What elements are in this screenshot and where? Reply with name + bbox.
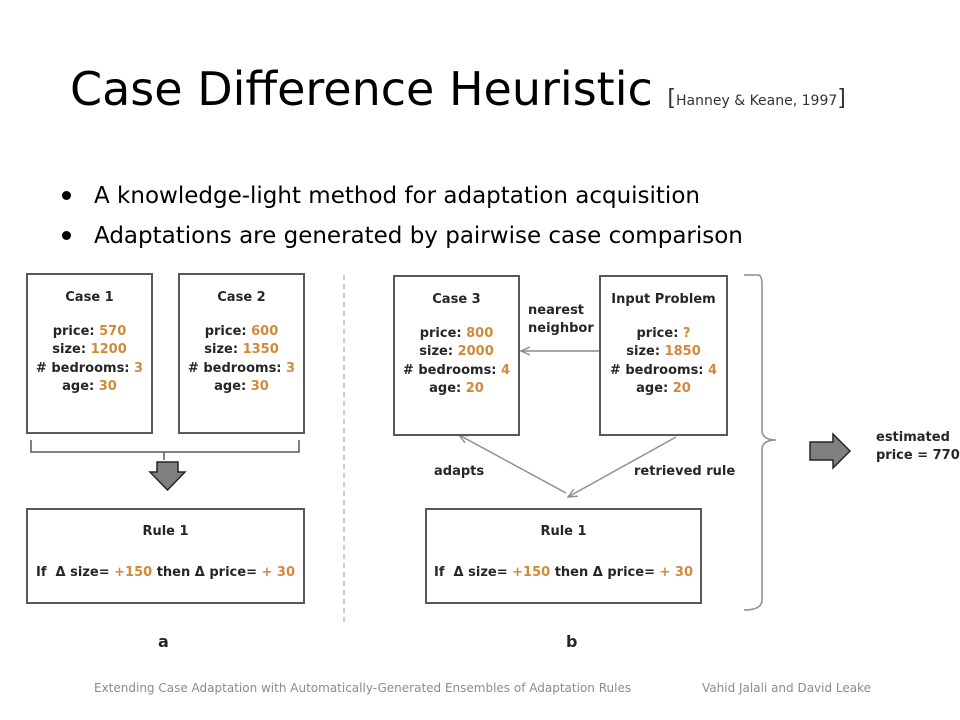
rule-size-change: +150 <box>512 564 551 580</box>
nearest-neighbor-label: nearest neighbor <box>528 302 594 338</box>
brace-panel-b <box>743 274 777 611</box>
rule-if: If <box>35 564 47 580</box>
bullet-list: A knowledge-light method for adaptation … <box>60 176 743 256</box>
case-3-age: 20 <box>465 381 484 396</box>
case-2-size: 1350 <box>242 342 279 357</box>
input-problem-title: Input Problem <box>611 292 716 307</box>
age-label: age: <box>62 379 95 394</box>
rule-then: then <box>156 564 191 580</box>
case-1-size: 1200 <box>90 342 127 357</box>
bedrooms-label: # bedrooms: <box>187 360 282 376</box>
rule-delta-size: Δ size= <box>453 564 508 580</box>
rule-if: If <box>433 564 445 580</box>
nearest-neighbor-line1: nearest <box>528 303 585 318</box>
footer-authors: Vahid Jalali and David Leake <box>702 681 872 695</box>
rule-price-change: + 30 <box>261 564 296 580</box>
bedrooms-label: # bedrooms: <box>402 362 497 378</box>
retrieved-rule-arrow <box>568 436 677 497</box>
case-1-age: 30 <box>98 379 117 394</box>
case-3-title: Case 3 <box>432 292 481 307</box>
bullet-item: A knowledge-light method for adaptation … <box>60 176 743 216</box>
adapts-arrow <box>459 435 567 494</box>
input-price: ? <box>682 325 691 341</box>
estimated-line1: estimated <box>876 430 950 445</box>
rule-price-change: + 30 <box>659 564 694 580</box>
brace-cases-a <box>30 440 300 460</box>
retrieved-rule-label: retrieved rule <box>634 464 736 479</box>
price-label: price: <box>52 323 95 339</box>
case-3-size: 2000 <box>457 344 494 359</box>
estimated-price-label: estimated price = 770 <box>876 429 960 465</box>
case-2-box: Case 2 price: 600 size: 1350 # bedrooms:… <box>178 273 305 434</box>
title-main: Case Difference Heuristic <box>70 62 668 116</box>
case-2-age: 30 <box>250 379 269 394</box>
rule-1-box-a: Rule 1 If Δ size= +150 then Δ price= + 3… <box>26 508 305 604</box>
rule-delta-price: Δ price= <box>592 564 655 580</box>
case-1-box: Case 1 price: 570 size: 1200 # bedrooms:… <box>26 273 153 434</box>
case-2-title: Case 2 <box>217 290 266 305</box>
adapts-label: adapts <box>434 464 485 479</box>
footer-paper-title: Extending Case Adaptation with Automatic… <box>94 681 632 695</box>
size-label: size: <box>419 344 454 359</box>
input-problem-box: Input Problem price: ? size: 1850 # bedr… <box>599 275 728 436</box>
age-label: age: <box>636 381 669 396</box>
rule-then: then <box>554 564 589 580</box>
estimated-line2: price = 770 <box>876 448 960 463</box>
rule-1-title: Rule 1 <box>540 524 587 539</box>
age-label: age: <box>429 381 462 396</box>
case-3-bedrooms: 4 <box>501 362 511 378</box>
case-1-bedrooms: 3 <box>134 360 144 376</box>
input-size: 1850 <box>664 344 701 359</box>
case-2-bedrooms: 3 <box>286 360 296 376</box>
input-age: 20 <box>672 381 691 396</box>
price-label: price: <box>204 323 247 339</box>
bedrooms-label: # bedrooms: <box>35 360 130 376</box>
case-3-box: Case 3 price: 800 size: 2000 # bedrooms:… <box>393 275 520 436</box>
nearest-neighbor-line2: neighbor <box>528 321 594 336</box>
case-3-price: 800 <box>466 325 494 341</box>
age-label: age: <box>214 379 247 394</box>
size-label: size: <box>52 342 87 357</box>
rule-1-title: Rule 1 <box>142 524 189 539</box>
title-bracket-close: ] <box>837 86 846 111</box>
rule-1-box-b: Rule 1 If Δ size= +150 then Δ price= + 3… <box>425 508 702 604</box>
rule-delta-price: Δ price= <box>194 564 257 580</box>
down-arrow-icon <box>148 461 187 492</box>
slide-title: Case Difference Heuristic [Hanney & Kean… <box>70 62 846 116</box>
panel-b-label: b <box>566 632 578 651</box>
bedrooms-label: # bedrooms: <box>609 362 704 378</box>
title-citation: Hanney & Keane, 1997 <box>676 93 838 109</box>
title-bracket-open: [ <box>667 86 676 111</box>
panel-a-label: a <box>158 632 169 651</box>
price-label: price: <box>636 325 679 341</box>
case-2-price: 600 <box>251 323 279 339</box>
size-label: size: <box>204 342 239 357</box>
case-1-title: Case 1 <box>65 290 114 305</box>
right-arrow-icon <box>809 432 852 470</box>
bullet-item: Adaptations are generated by pairwise ca… <box>60 216 743 256</box>
rule-size-change: +150 <box>114 564 153 580</box>
size-label: size: <box>626 344 661 359</box>
input-bedrooms: 4 <box>708 362 718 378</box>
rule-delta-size: Δ size= <box>55 564 110 580</box>
price-label: price: <box>419 325 462 341</box>
case-1-price: 570 <box>99 323 127 339</box>
